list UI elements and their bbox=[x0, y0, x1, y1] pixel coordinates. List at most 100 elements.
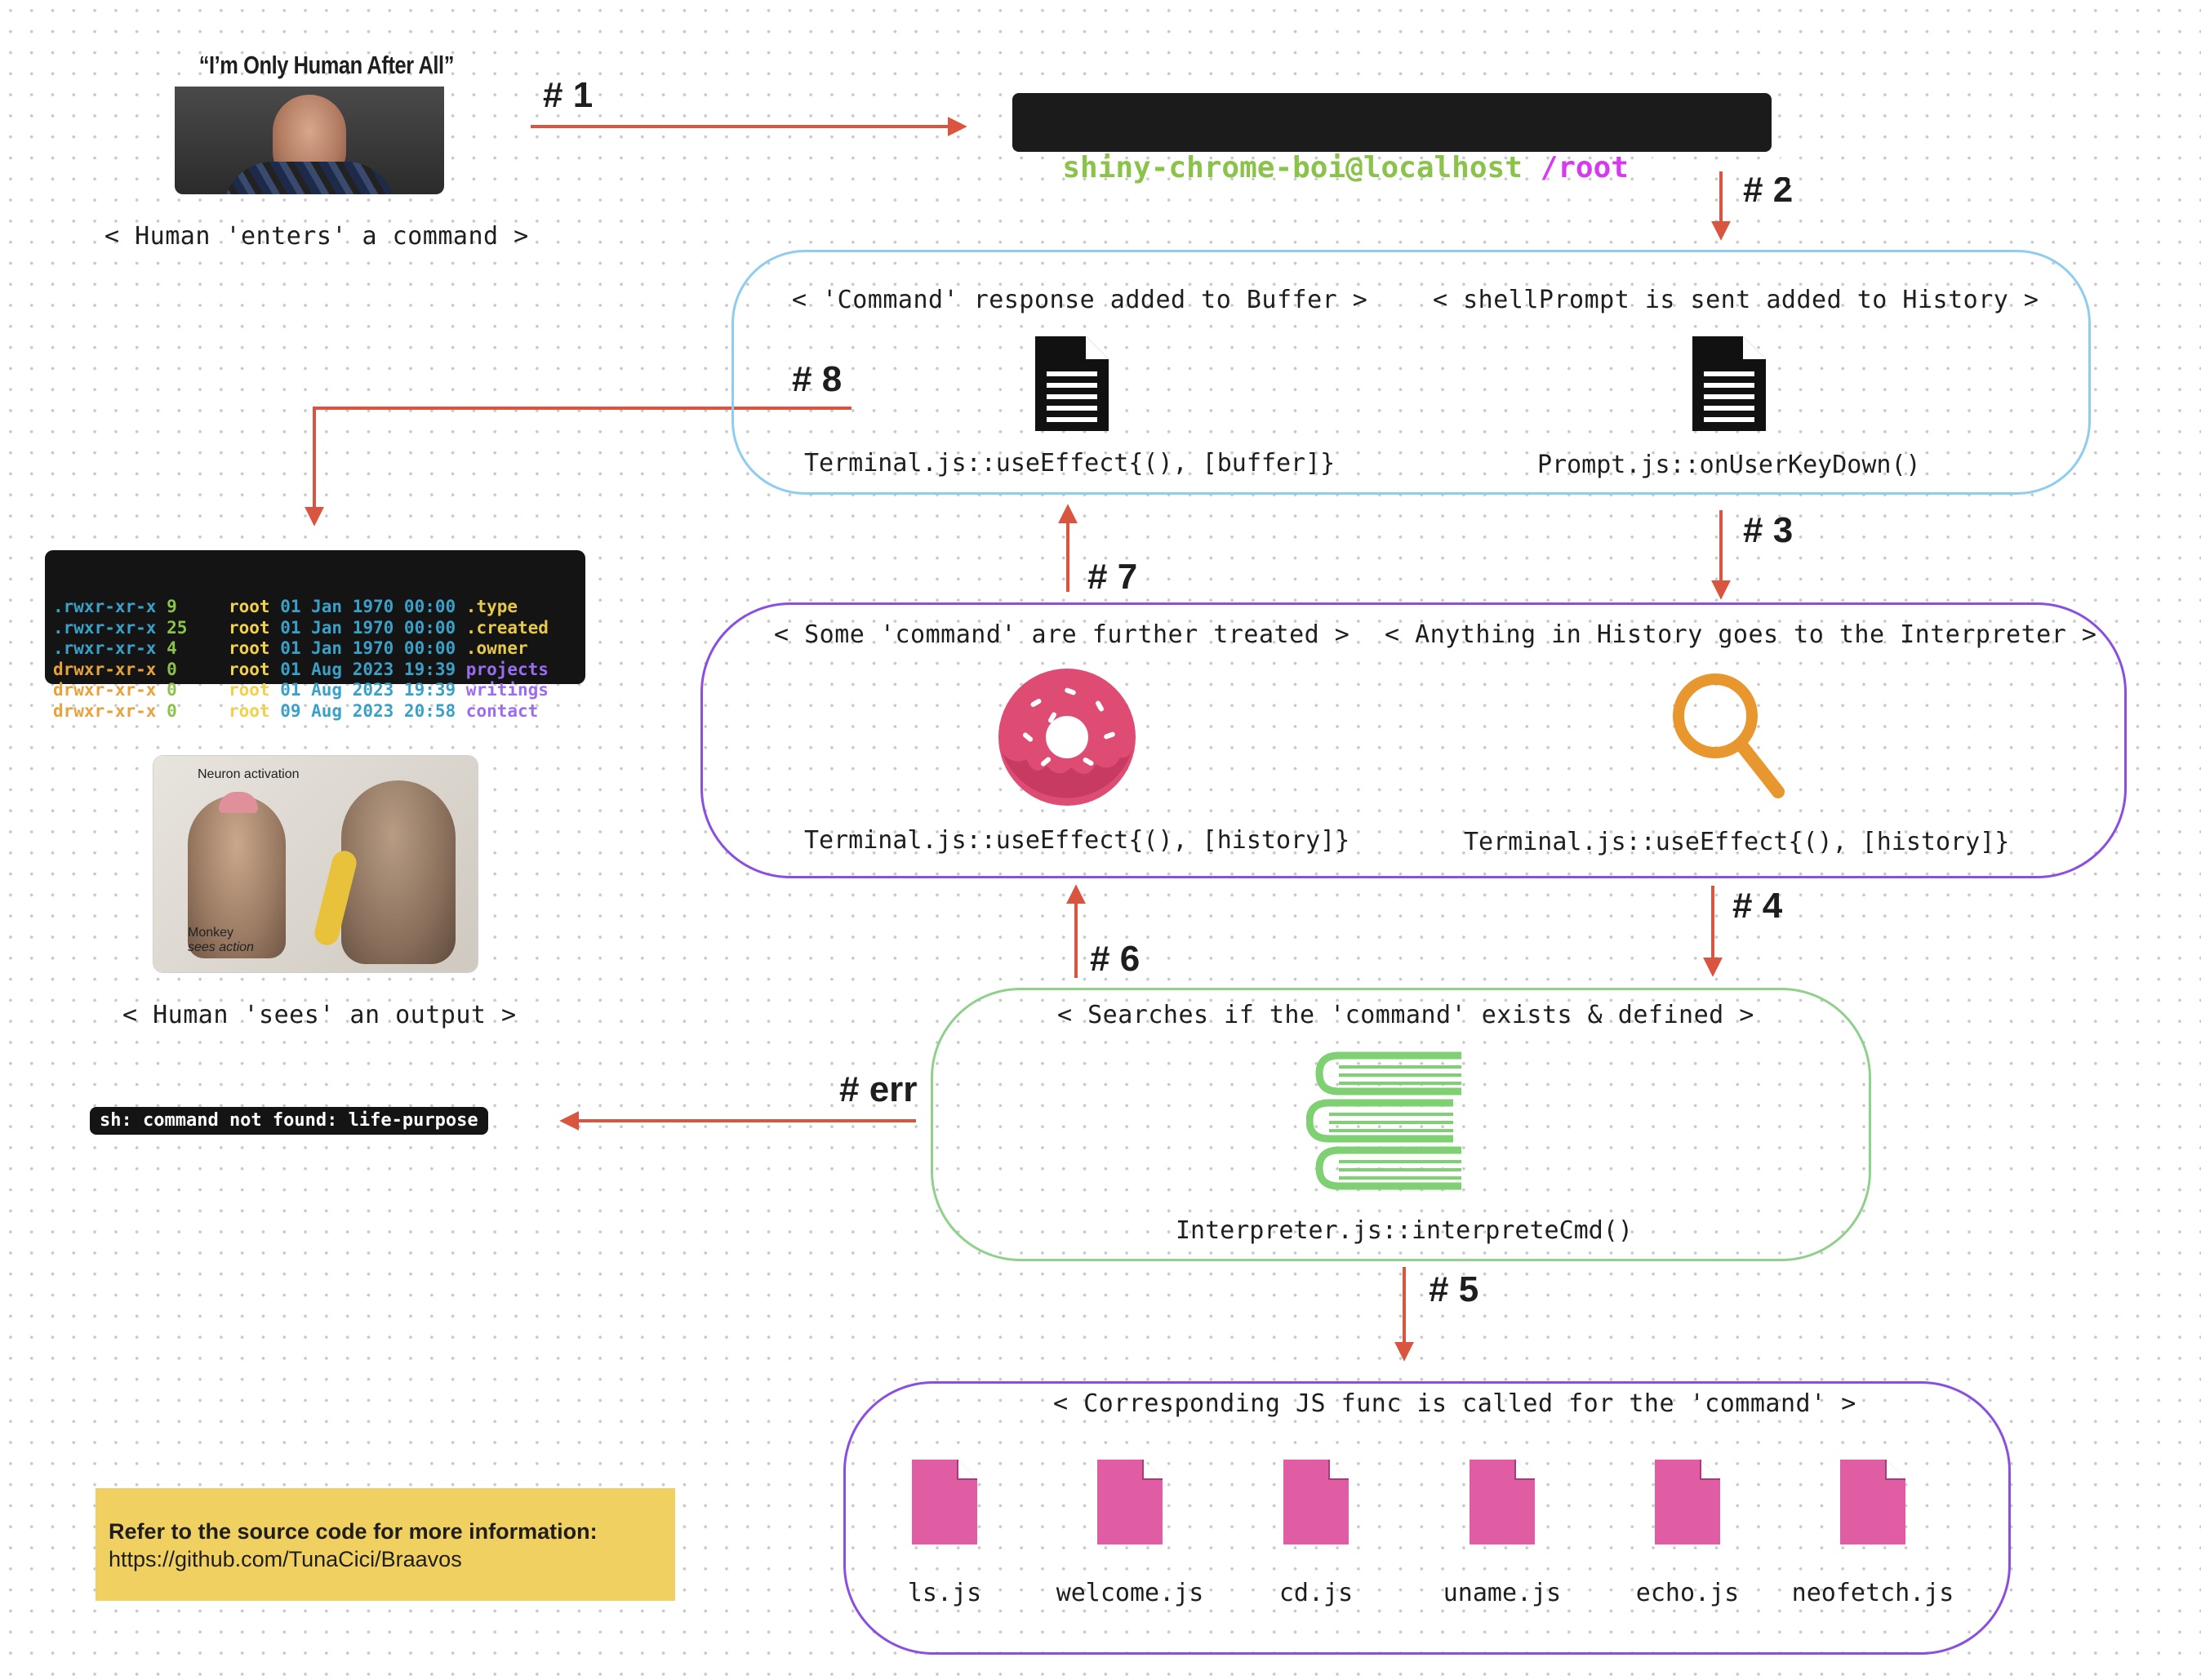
js-file-label: cd.js bbox=[1278, 1579, 1354, 1607]
step-5-label: # 5 bbox=[1429, 1269, 1479, 1309]
ls-row: drwxr-xr-x 0 root 09 Aug 2023 20:58 cont… bbox=[53, 701, 577, 722]
funcs-caption: < Corresponding JS func is called for th… bbox=[1053, 1389, 1856, 1418]
ls-row: drwxr-xr-x 0 root 01 Aug 2023 19:39 proj… bbox=[53, 660, 577, 681]
ls-row: .rwxr-xr-x 4 root 01 Jan 1970 00:00 .own… bbox=[53, 638, 577, 660]
ls-name: .created bbox=[465, 617, 549, 638]
step-2-label: # 2 bbox=[1743, 170, 1793, 211]
meme-title: “I’m Only Human After All” bbox=[198, 51, 455, 79]
ls-n: 9 bbox=[167, 597, 188, 616]
prompt-colon: : bbox=[1522, 151, 1541, 184]
interpreter-code: Interpreter.js::interpreteCmd() bbox=[1176, 1216, 1633, 1245]
interpreter-flow-box bbox=[700, 602, 2127, 878]
step-6-label: # 6 bbox=[1090, 939, 1141, 979]
shell-prompt[interactable]: shiny-chrome-boi@localhost:/root # ls -a… bbox=[1012, 93, 1793, 185]
ls-perm: drwxr-xr-x bbox=[53, 700, 157, 721]
ls-name: contact bbox=[465, 700, 539, 721]
js-file-label: welcome.js bbox=[1056, 1579, 1204, 1607]
ls-date: 01 Aug 2023 19:39 bbox=[280, 659, 456, 679]
ls-output-terminal: .rwxr-xr-x 9 root 01 Jan 1970 00:00 .typ… bbox=[45, 550, 585, 721]
books-icon bbox=[1306, 1051, 1461, 1190]
step-7-label: # 7 bbox=[1087, 557, 1138, 597]
prompt-path: /root bbox=[1540, 151, 1629, 184]
prompt-cursor bbox=[1790, 153, 1793, 185]
prompt-code: Prompt.js::onUserKeyDown() bbox=[1537, 451, 1921, 479]
human-meme: “I’m Only Human After All” bbox=[175, 51, 455, 194]
ls-n: 4 bbox=[167, 638, 188, 658]
ls-owner: root bbox=[228, 680, 270, 700]
ls-owner: root bbox=[228, 659, 270, 679]
ls-row: drwxr-xr-x 0 root 01 Aug 2023 19:39 writ… bbox=[53, 680, 577, 701]
history-interpreter-caption: < Anything in History goes to the Interp… bbox=[1385, 620, 2097, 649]
ls-perm: .rwxr-xr-x bbox=[53, 597, 157, 616]
js-file-label: uname.js bbox=[1443, 1579, 1562, 1607]
ls-name: .type bbox=[465, 597, 518, 616]
step-1-label: # 1 bbox=[543, 75, 594, 115]
file-icon bbox=[1470, 1460, 1535, 1544]
step-8-label: # 8 bbox=[792, 359, 843, 399]
ls-n: 0 bbox=[167, 680, 188, 700]
human-sees-caption: < Human 'sees' an output > bbox=[122, 1001, 517, 1029]
step-3-label: # 3 bbox=[1743, 510, 1794, 550]
ls-owner: root bbox=[228, 617, 270, 638]
step-4-label: # 4 bbox=[1732, 886, 1783, 926]
monkey-bottom-text-1: Monkey bbox=[188, 926, 234, 940]
monkey-left bbox=[188, 795, 286, 958]
arrow-8 bbox=[305, 407, 851, 527]
note-link[interactable]: https://github.com/TunaCici/Braavos bbox=[109, 1547, 462, 1571]
error-output: sh: command not found: life-purpose bbox=[90, 1107, 488, 1135]
ls-n: 25 bbox=[167, 617, 188, 638]
file-icon bbox=[1097, 1460, 1163, 1544]
ls-n: 0 bbox=[167, 659, 188, 679]
ls-owner: root bbox=[228, 700, 270, 721]
human-enters-caption: < Human 'enters' a command > bbox=[104, 222, 529, 251]
search-caption: < Searches if the 'command' exists & def… bbox=[1057, 1001, 1754, 1029]
ls-date: 01 Jan 1970 00:00 bbox=[280, 617, 456, 638]
ls-perm: drwxr-xr-x bbox=[53, 659, 157, 679]
search-box bbox=[931, 988, 1871, 1261]
document-icon bbox=[1692, 336, 1766, 431]
ls-perm: .rwxr-xr-x bbox=[53, 617, 157, 638]
ls-owner: root bbox=[228, 597, 270, 616]
magnifier-icon bbox=[1673, 673, 1785, 798]
buffer-code: Terminal.js::useEffect{(), [buffer]} bbox=[804, 449, 1336, 478]
file-icon bbox=[1283, 1460, 1349, 1544]
ls-perm: drwxr-xr-x bbox=[53, 680, 157, 700]
buffer-caption: < 'Command' response added to Buffer > bbox=[792, 286, 1368, 314]
step-err-label: # err bbox=[839, 1069, 918, 1109]
monkey-brain bbox=[219, 792, 258, 813]
treated-caption: < Some 'command' are further treated > bbox=[774, 620, 1350, 649]
prompt-user-host: shiny-chrome-boi@localhost bbox=[1062, 151, 1523, 184]
ls-name: .owner bbox=[465, 638, 528, 658]
js-file-label: echo.js bbox=[1635, 1579, 1740, 1607]
meme-photo bbox=[175, 87, 444, 194]
document-icon bbox=[1035, 336, 1109, 431]
file-icon bbox=[1655, 1460, 1720, 1544]
history-effect-code-right: Terminal.js::useEffect{(), [history]} bbox=[1464, 828, 2010, 856]
monkey-top-text: Neuron activation bbox=[198, 767, 300, 781]
history-caption: < shellPrompt is sent added to History > bbox=[1433, 286, 2039, 314]
history-effect-code-left: Terminal.js::useEffect{(), [history]} bbox=[804, 826, 1350, 855]
ls-date: 01 Jan 1970 00:00 bbox=[280, 638, 456, 658]
note-line-1: Refer to the source code for more inform… bbox=[109, 1519, 598, 1544]
monkey-meme: Neuron activation Monkey sees action bbox=[153, 756, 478, 972]
source-note: Refer to the source code for more inform… bbox=[96, 1488, 675, 1601]
monkey-right bbox=[341, 780, 456, 964]
ls-perm: .rwxr-xr-x bbox=[53, 638, 157, 658]
buffer-history-box bbox=[731, 250, 2091, 495]
ls-date: 01 Aug 2023 19:39 bbox=[280, 680, 456, 700]
ls-owner: root bbox=[228, 638, 270, 658]
ls-name: writings bbox=[465, 680, 549, 700]
file-icon bbox=[1840, 1460, 1905, 1544]
ls-row: .rwxr-xr-x 9 root 01 Jan 1970 00:00 .typ… bbox=[53, 597, 577, 618]
ls-name: projects bbox=[465, 659, 549, 679]
ls-date: 09 Aug 2023 20:58 bbox=[280, 700, 456, 721]
js-file-label: neofetch.js bbox=[1791, 1579, 1954, 1607]
donut-icon bbox=[998, 669, 1136, 806]
monkey-bottom-text-2: sees action bbox=[188, 940, 254, 954]
ls-n: 0 bbox=[167, 700, 188, 721]
js-funcs-box bbox=[843, 1381, 2011, 1655]
js-file-label: ls.js bbox=[907, 1579, 982, 1607]
ls-date: 01 Jan 1970 00:00 bbox=[280, 597, 456, 616]
ls-row: .rwxr-xr-x 25 root 01 Jan 1970 00:00 .cr… bbox=[53, 618, 577, 639]
